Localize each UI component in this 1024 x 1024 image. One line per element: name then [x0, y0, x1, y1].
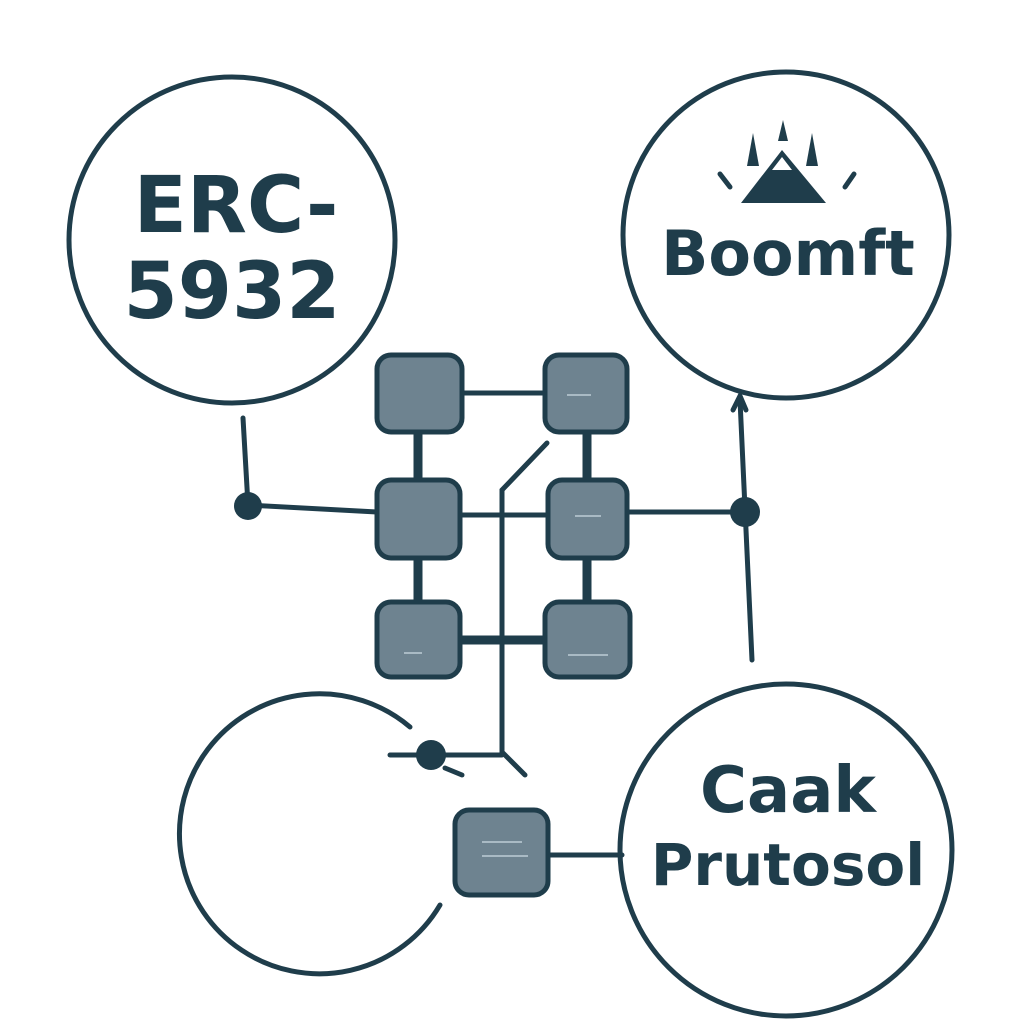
boomft-label: Boomft [661, 217, 915, 290]
block-node [374, 352, 465, 435]
junction-dot [416, 740, 446, 770]
tick-mark [442, 765, 465, 778]
junction-dot [730, 497, 760, 527]
block-node [374, 599, 463, 680]
block-node [452, 807, 551, 898]
caak-label-line1: Caak [700, 754, 877, 828]
boomft-connector [737, 397, 755, 663]
trunk-connector [499, 440, 550, 778]
junction-dot [234, 492, 262, 520]
erc-connector [240, 415, 380, 515]
block-node [542, 352, 630, 435]
caak-node-circle [617, 681, 955, 1019]
block-node [374, 477, 463, 561]
box-dash [404, 394, 608, 857]
boomft-node-circle [620, 69, 952, 401]
erc-label-line1: ERC- [134, 161, 339, 251]
block-node [542, 599, 633, 680]
caak-label-line2: Prutosol [651, 831, 925, 899]
open-loop-arc [177, 691, 443, 977]
erc-node-circle [66, 74, 398, 406]
arrow-head-icon [730, 390, 749, 413]
tent-logo-icon [717, 120, 857, 203]
erc-label-line2: 5932 [123, 247, 340, 337]
block-node [545, 477, 630, 561]
